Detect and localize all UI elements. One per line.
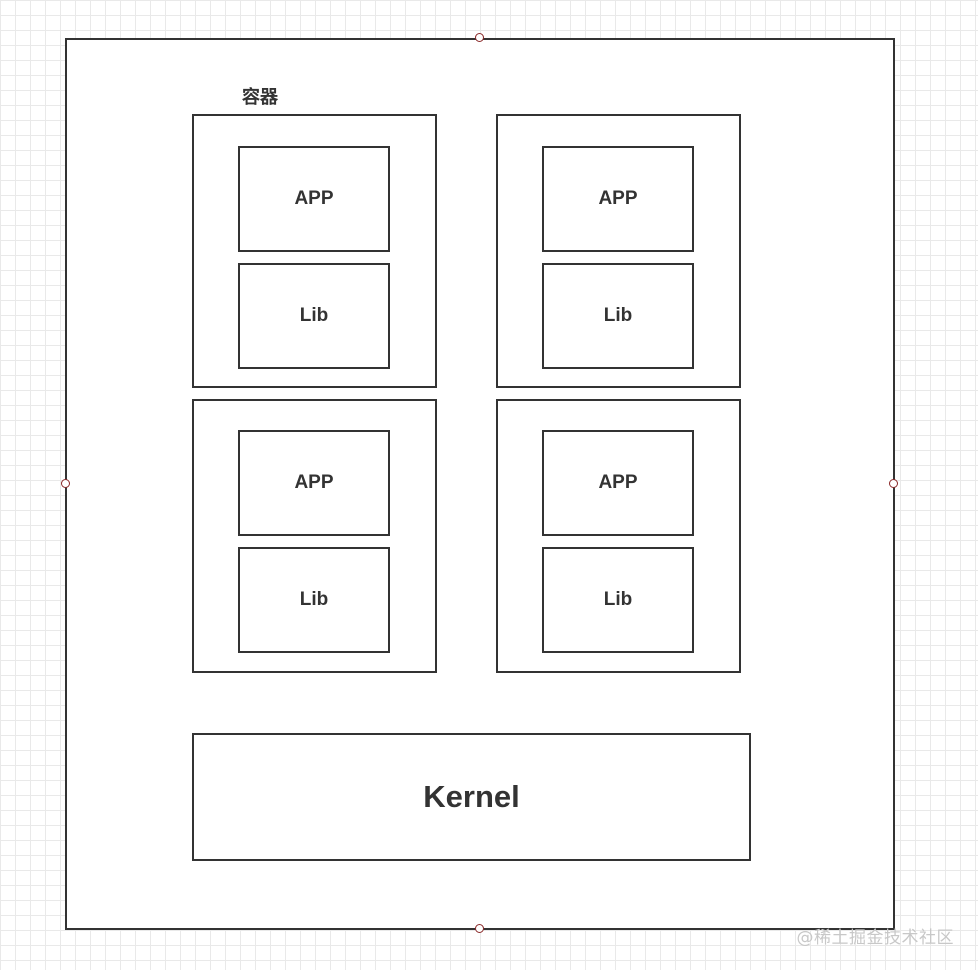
watermark: @稀土掘金技术社区 bbox=[796, 928, 954, 948]
lib-box[interactable]: Lib bbox=[238, 547, 390, 653]
lib-box[interactable]: Lib bbox=[238, 263, 390, 369]
container-caption: 容器 bbox=[242, 87, 278, 108]
app-box[interactable]: APP bbox=[238, 430, 390, 536]
app-box[interactable]: APP bbox=[542, 430, 694, 536]
lib-box[interactable]: Lib bbox=[542, 263, 694, 369]
resize-handle-bottom[interactable] bbox=[475, 924, 484, 933]
lib-box[interactable]: Lib bbox=[542, 547, 694, 653]
kernel-box[interactable]: Kernel bbox=[192, 733, 751, 861]
resize-handle-right[interactable] bbox=[889, 479, 898, 488]
app-box[interactable]: APP bbox=[238, 146, 390, 252]
resize-handle-top[interactable] bbox=[475, 33, 484, 42]
app-box[interactable]: APP bbox=[542, 146, 694, 252]
resize-handle-left[interactable] bbox=[61, 479, 70, 488]
